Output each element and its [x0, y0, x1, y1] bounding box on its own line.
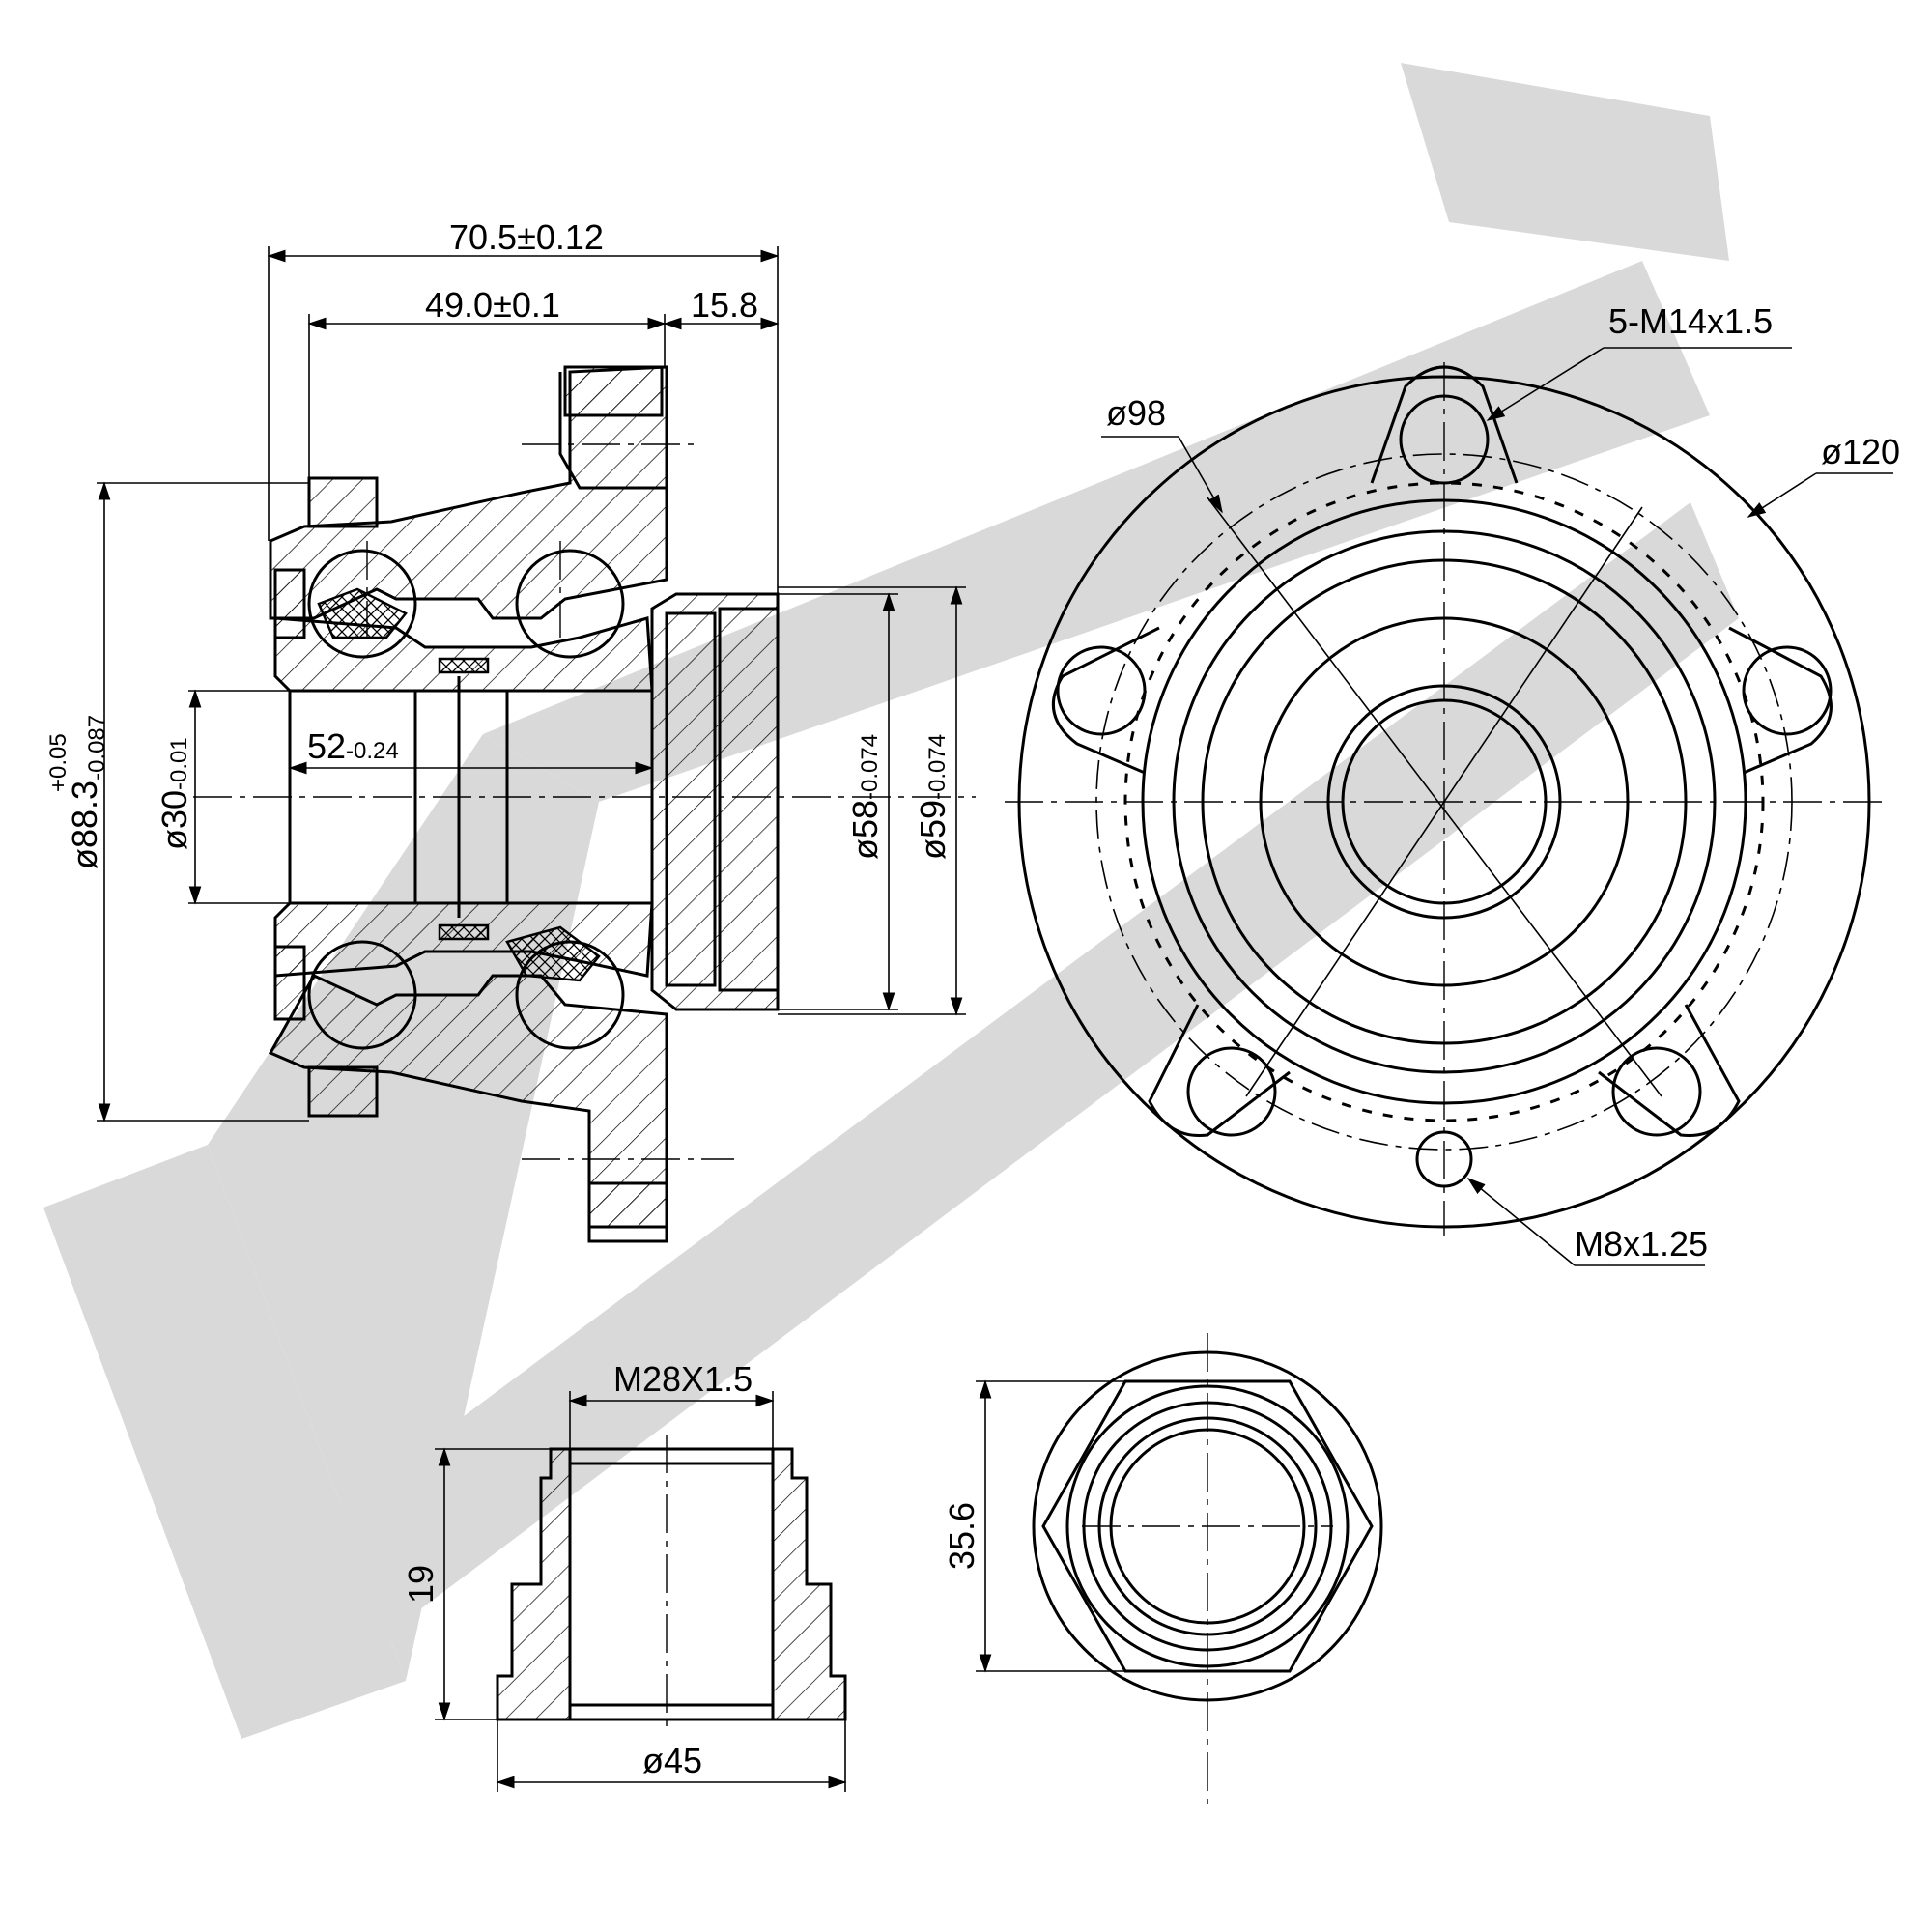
nut-section	[496, 1435, 847, 1729]
outer-diameter-label: ø88.3-0.087	[65, 715, 110, 869]
screw-thread-label: M8x1.25	[1575, 1224, 1708, 1264]
side-dimensions: 70.5±0.12 49.0±0.1 15.8 52-0.24 ø30-0.01…	[45, 217, 966, 1122]
nut-front-view	[1032, 1333, 1383, 1806]
front-callouts: 5-M14x1.5 ø98 ø120 M8x1.25	[1101, 301, 1900, 1266]
overall-width-label: 70.5±0.12	[449, 217, 604, 257]
nut-front-dimensions: 35.6	[942, 1379, 1125, 1673]
nut-height-label: 19	[401, 1565, 440, 1604]
stud-thread-label: 5-M14x1.5	[1608, 301, 1773, 341]
zentek-watermark	[43, 63, 1739, 1739]
bolt-circle-label: ø98	[1106, 393, 1166, 433]
outer-diameter-upper-tol: +0.05	[45, 733, 71, 792]
flange-diameter-label: ø120	[1821, 432, 1900, 471]
nut-thread-label: M28X1.5	[613, 1359, 753, 1399]
pilot-width-label: 15.8	[691, 285, 758, 325]
pilot-outer-diameter-label: ø59-0.074	[913, 734, 952, 860]
pilot-inner-diameter-label: ø58-0.074	[845, 734, 885, 860]
bearing-width-label: 49.0±0.1	[425, 285, 560, 325]
nut-section-dimensions: M28X1.5 19 ø45	[401, 1359, 847, 1792]
across-flats-label: 35.6	[942, 1502, 981, 1570]
bore-diameter-label: ø30-0.01	[155, 737, 194, 850]
hub-front-view	[1005, 362, 1884, 1236]
hub-side-section	[193, 365, 976, 1243]
nut-flange-diameter-label: ø45	[642, 1741, 702, 1780]
bore-length-label: 52-0.24	[307, 726, 399, 766]
